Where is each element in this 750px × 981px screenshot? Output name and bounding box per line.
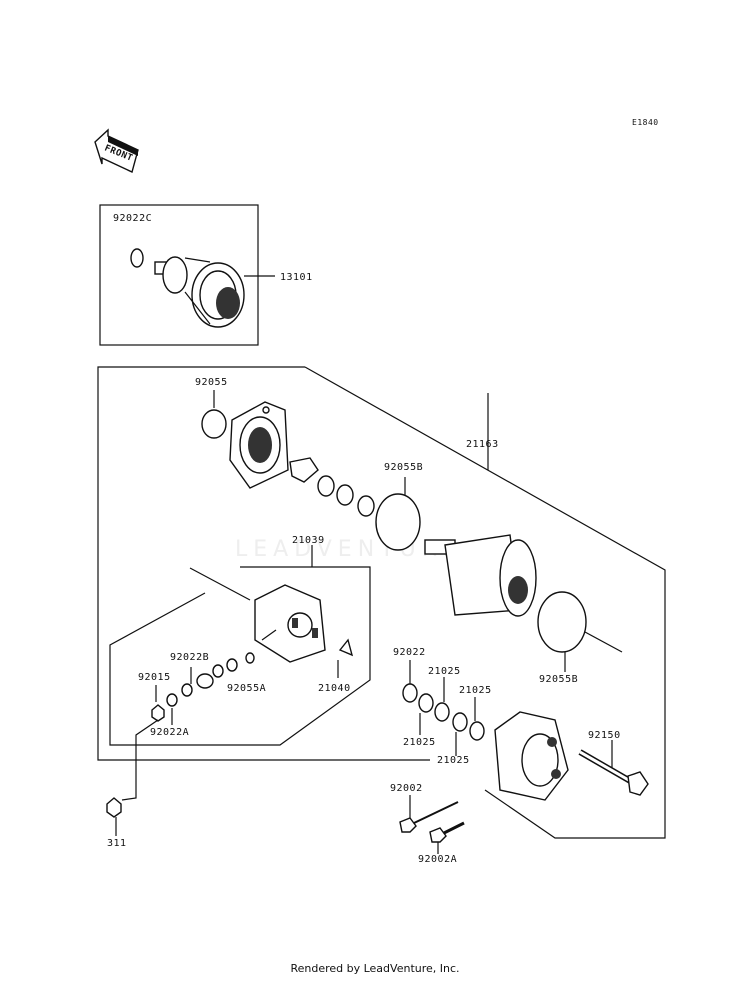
housing-outline [97,366,430,761]
washer [357,495,375,517]
washer-92055a [245,652,255,664]
o-ring-92055 [201,409,227,439]
callout-92055a: 92055A [227,683,266,694]
callout-92022c: 92022C [113,213,152,224]
washer-21025 [452,712,468,732]
bolt-92002 [399,801,459,833]
washer-92022 [402,683,418,703]
nut-311 [106,797,122,818]
washer-21025 [434,702,450,722]
o-ring-92055b-upper [375,493,421,551]
nut-92015 [151,704,165,722]
front-arrow-icon: FRONT [94,128,139,173]
callout-21039: 21039 [292,535,325,546]
bolt-92002a [429,821,465,843]
callout-311: 311 [107,838,127,849]
through-bolt-92150 [578,749,649,796]
callout-13101: 13101 [280,272,313,283]
callout-21025-c: 21025 [403,737,436,748]
lockplate [289,457,319,483]
callout-92002: 92002 [390,783,423,794]
washer [336,484,354,506]
callout-92002a: 92002A [418,854,457,865]
callout-92055: 92055 [195,377,228,388]
callout-21040: 21040 [318,683,351,694]
callout-92055b-bottom: 92055B [539,674,578,685]
callout-92150: 92150 [588,730,621,741]
callout-21025-d: 21025 [437,755,470,766]
brush-holder-outline [109,566,371,746]
clutch-assembly-box [99,204,259,346]
callout-21025-a: 21025 [428,666,461,677]
o-ring-92055b-lower [537,591,587,653]
callout-92015: 92015 [138,672,171,683]
yoke-armature-part [424,534,537,617]
callout-92022b: 92022B [170,652,209,663]
front-cover-part [229,401,289,489]
rear-cover-part [494,711,569,801]
washer-21025 [418,693,434,713]
callout-21025-b: 21025 [459,685,492,696]
washer-21025 [469,721,485,741]
callout-92055b-top: 92055B [384,462,423,473]
starter-clutch-part [130,248,245,328]
callout-21163: 21163 [466,439,499,450]
washer [317,475,335,497]
callout-92022a: 92022A [150,727,189,738]
footer-credit: Rendered by LeadVenture, Inc. [290,962,460,975]
ref-code: E1840 [632,118,659,127]
watermark: LEADVENTURE [235,537,463,562]
callout-92022: 92022 [393,647,426,658]
washer-92022b [181,683,193,697]
housing-outline-right [304,366,666,839]
brush-holder-part [254,584,326,663]
spring-21040 [338,638,354,657]
washer-92022a [166,693,178,707]
